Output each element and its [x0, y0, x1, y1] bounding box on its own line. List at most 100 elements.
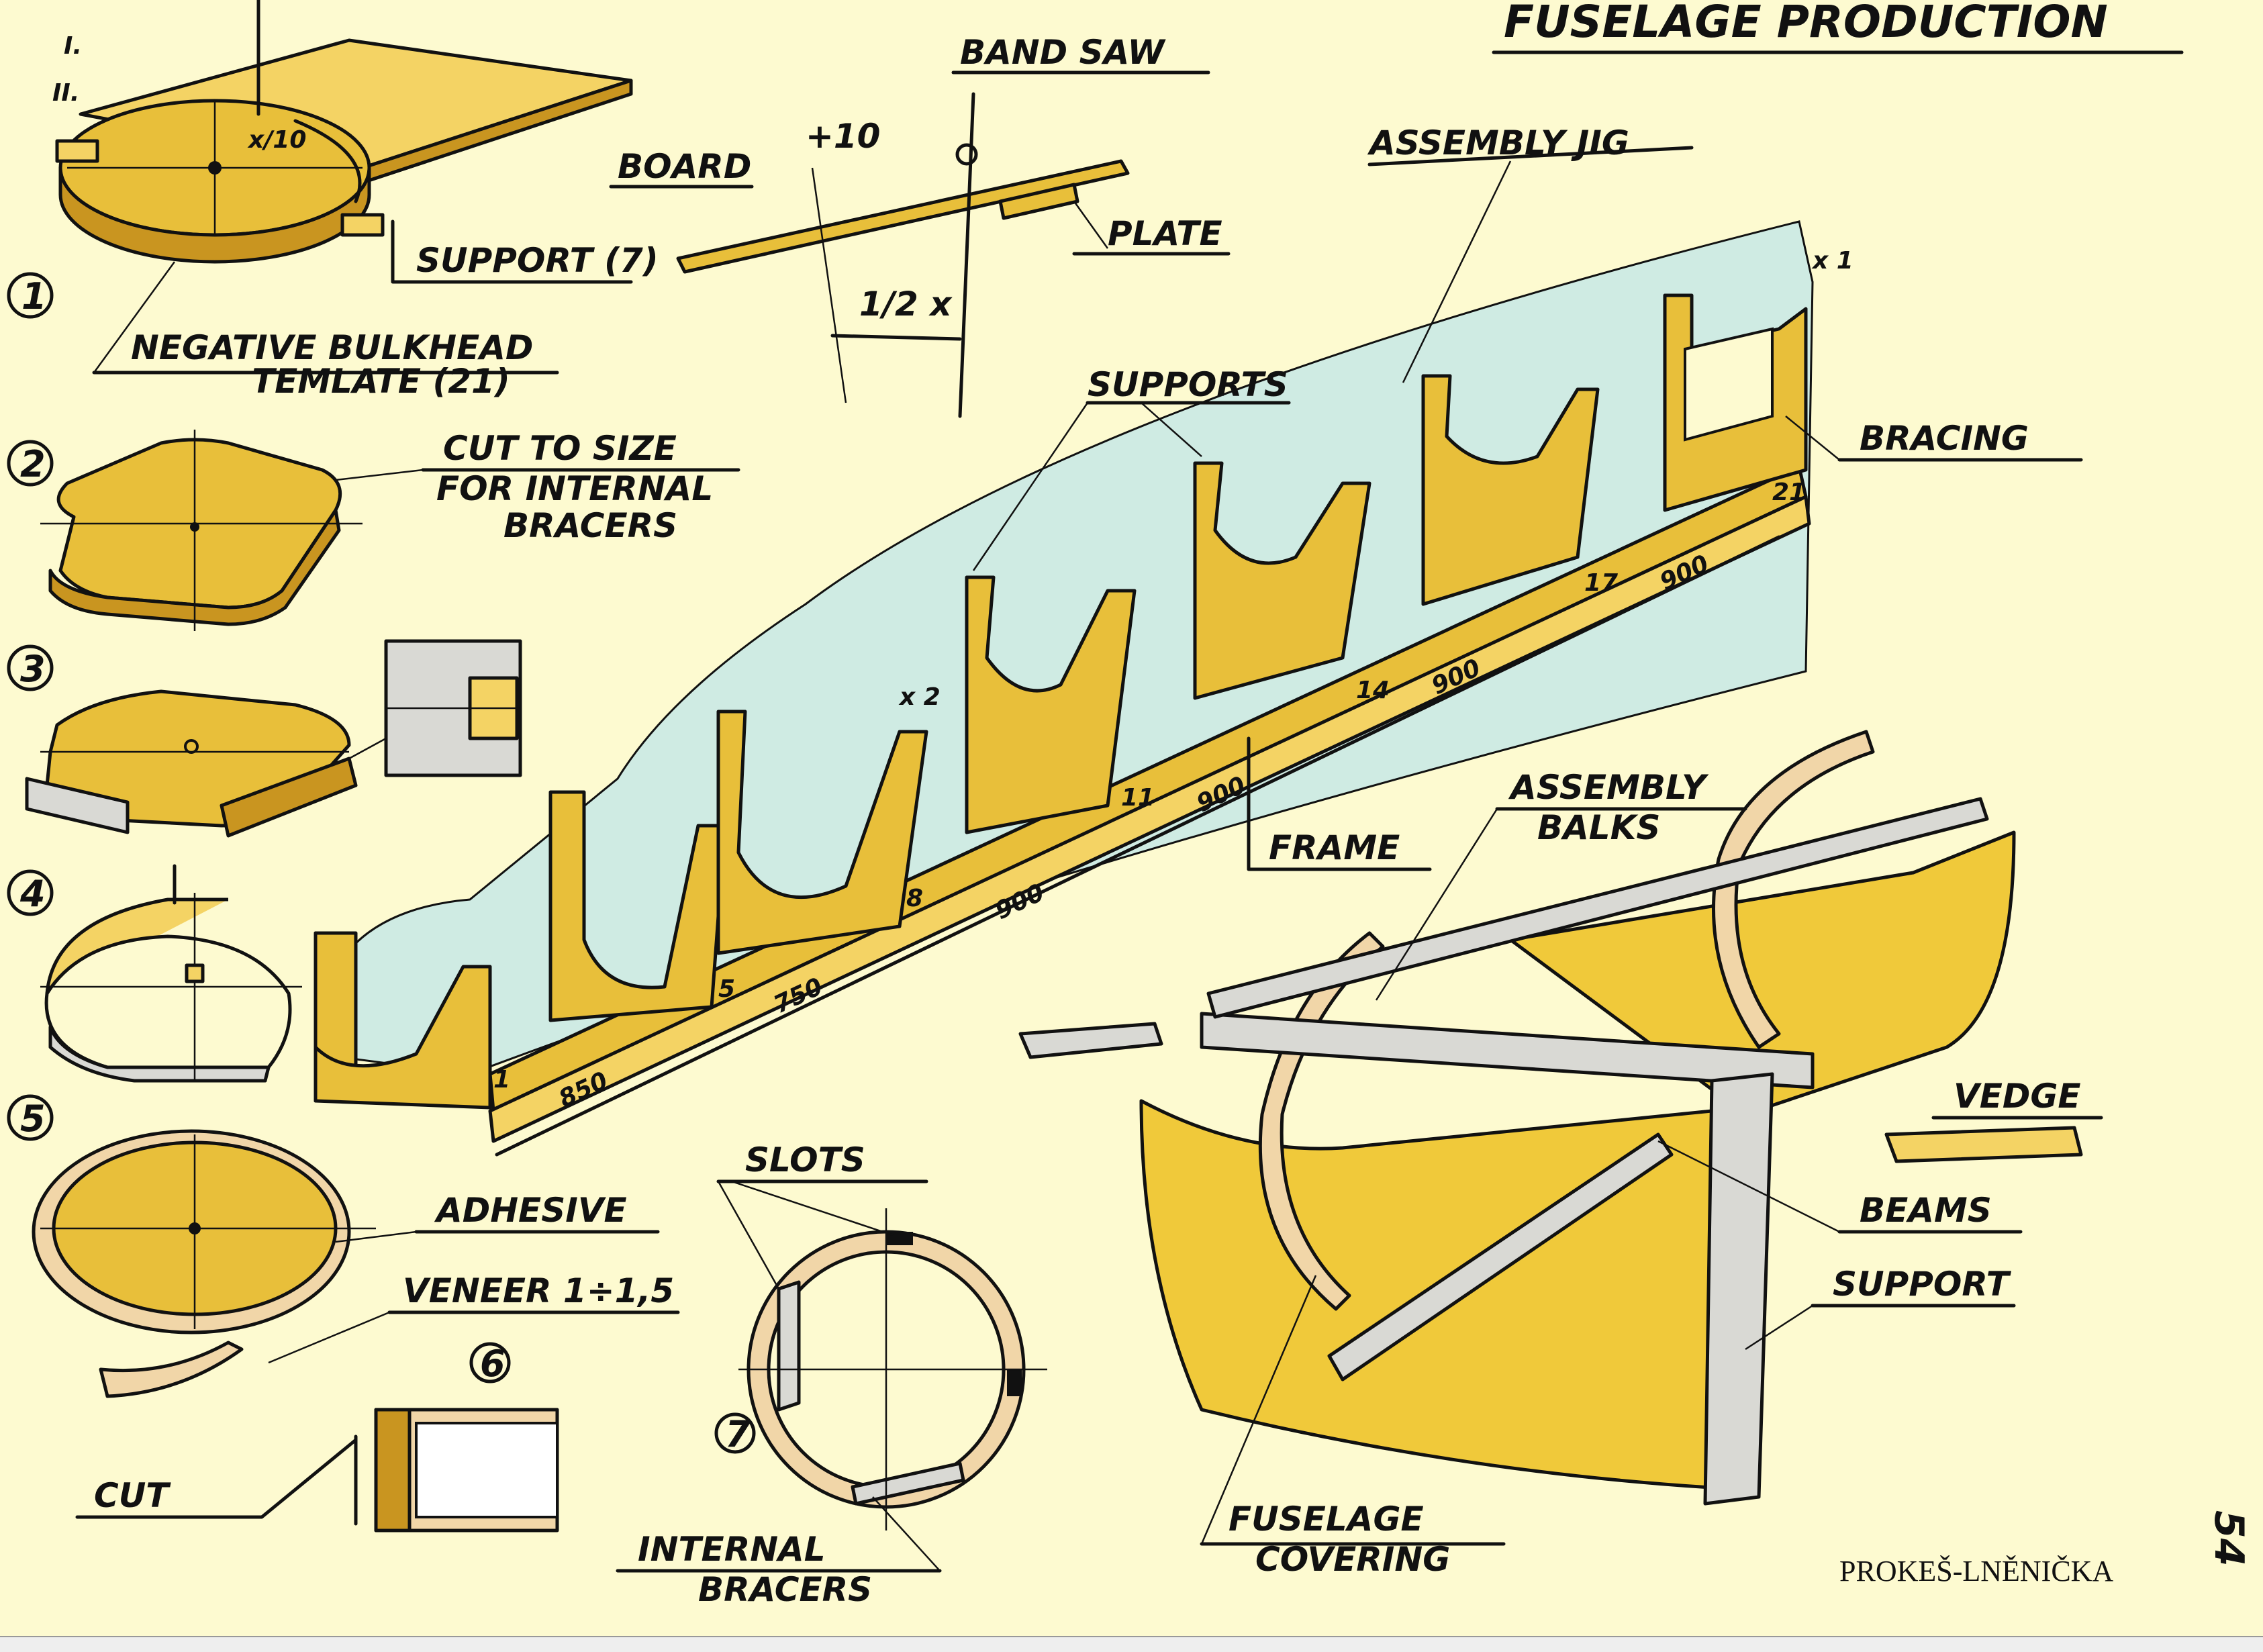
support-block-1: [55, 139, 99, 163]
slots-label: SLOTS: [745, 1140, 865, 1179]
covering-label: COVERING: [1255, 1540, 1450, 1579]
step-3-figure: 3: [7, 639, 522, 838]
bracing-leader: [1785, 416, 1840, 460]
vedge-label: VEDGE: [1954, 1077, 2081, 1116]
vedge-left: [1018, 1022, 1163, 1059]
step-7-number: 7: [725, 1413, 751, 1455]
support-post: [1703, 1072, 1774, 1506]
beams-label: BEAMS: [1860, 1191, 1992, 1230]
mark-ii: II.: [52, 79, 79, 107]
author-credit: PROKEŠ-LNĚNIČKA: [1839, 1555, 2113, 1588]
frame-number-11: 11: [1121, 784, 1155, 812]
template-21-label: TEMLATE (21): [252, 362, 510, 401]
assembly-jig-underline: [1367, 146, 1694, 166]
board-section: [676, 159, 1130, 274]
assembly-label: ASSEMBLY: [1508, 768, 1709, 807]
plus-10-label: +10: [806, 117, 880, 156]
half-x-dimension: [830, 334, 962, 341]
page-title: FUSELAGE PRODUCTION: [1504, 0, 2108, 48]
step-3-number: 3: [20, 648, 46, 690]
disc-rim: [48, 1025, 271, 1083]
frame-number-14: 14: [1356, 677, 1390, 704]
mark-x1: x 1: [1811, 247, 1853, 275]
cut-label: CUT: [94, 1476, 171, 1515]
step-7-figure: 7 SLOTS INTERNAL BRACERS: [616, 1140, 1047, 1609]
step-2-number: 2: [20, 443, 46, 485]
joint-detail-leader: [348, 737, 387, 760]
veneer-strip-end: [99, 1341, 244, 1398]
half-x-label: 1/2 x: [859, 285, 953, 324]
bracer-7-left: [777, 1280, 801, 1412]
frame-number-8: 8: [906, 885, 923, 912]
beams-leader: [1657, 1140, 1840, 1233]
support-1: [314, 931, 492, 1110]
footer: PROKEŠ-LNĚNIČKA 54: [1839, 1510, 2252, 1588]
plate-label: PLATE: [1108, 214, 1222, 253]
frame-leader: [1247, 736, 1432, 871]
support-label: SUPPORT: [1833, 1265, 2012, 1304]
internal-bracers-label: BRACERS: [698, 1570, 872, 1609]
support-21-window: [1684, 327, 1774, 442]
step-1-badge: [7, 272, 54, 319]
band-saw-detail: 1/2 x +10 BAND SAW BOARD PLATE: [609, 33, 1231, 418]
step-5-figure: 5 ADHESIVE VENEER 1÷1,5: [7, 1094, 680, 1398]
frame-label: FRAME: [1269, 828, 1400, 867]
balk-front: [1200, 1012, 1815, 1089]
step-3-badge: [7, 644, 54, 691]
frame-number-1: 1: [493, 1066, 510, 1094]
support-7-leader: [391, 220, 633, 284]
step-6-figure: 6 CUT: [75, 1342, 559, 1533]
internal-bracers-leader: [872, 1496, 941, 1571]
frame-number-21: 21: [1772, 479, 1806, 506]
fuselage-covering-leader: [1200, 1275, 1317, 1545]
supports-leader-2: [1141, 402, 1202, 457]
band-saw-label: BAND SAW: [960, 33, 1167, 72]
balk-long: [1206, 797, 1989, 1019]
step-6-number: 6: [480, 1343, 505, 1385]
plate-leader: [1073, 201, 1109, 249]
supports-leader-1: [972, 402, 1089, 571]
frame-number-17: 17: [1584, 569, 1618, 597]
center-block-icon: [185, 963, 205, 983]
step-5-badge: [7, 1094, 54, 1141]
offset-line: [811, 167, 847, 403]
cut-arc: [293, 119, 362, 203]
frame-number-5: 5: [718, 975, 735, 1003]
blank-edge: [48, 508, 341, 626]
internal-label: INTERNAL: [638, 1530, 826, 1569]
slots-leader-1: [717, 1181, 780, 1290]
veneer-label: VENEER 1÷1,5: [403, 1271, 674, 1310]
support-5: [548, 790, 727, 1022]
vedge-right: [1884, 1126, 2083, 1163]
cut-section-veneer: [374, 1408, 412, 1533]
bulkhead-disc-edge: [58, 166, 371, 264]
board-label: BOARD: [618, 147, 751, 186]
step-4-number: 4: [19, 873, 46, 915]
assembly-jig-label: ASSEMBLY JIG: [1367, 124, 1629, 162]
bracer-right: [220, 757, 358, 838]
bracing-label: BRACING: [1860, 419, 2029, 458]
step-6-badge: [469, 1342, 511, 1383]
nut-icon: [184, 739, 199, 754]
step-2-badge: [7, 440, 54, 487]
support-block-2: [340, 213, 385, 237]
assembly-jig-leader: [1402, 160, 1512, 383]
cut-to-size-leader: [335, 469, 424, 481]
fuselage-covering-far: [1508, 830, 2016, 1116]
assembly-balks-leader: [1375, 808, 1498, 1001]
step-2-figure: 2 CUT TO SIZE FOR INTERNAL BRACERS: [7, 429, 740, 631]
assembly-jig: 1 5 8 11 14 17 21 850 750 900 900 900 90…: [314, 124, 2083, 1157]
negative-bulkhead-label: NEGATIVE BULKHEAD: [131, 328, 533, 367]
veneer-leader: [268, 1311, 390, 1364]
pivot-pin-icon: [208, 161, 222, 175]
mark-i: I.: [64, 32, 82, 60]
slot-right-icon: [1007, 1369, 1022, 1396]
for-internal-label: FOR INTERNAL: [436, 469, 713, 508]
cut-to-size-label: CUT TO SIZE: [443, 429, 677, 468]
bracer-left: [25, 777, 130, 834]
scanner-bottom-strip: [0, 1636, 2263, 1652]
supports-label: SUPPORTS: [1088, 365, 1288, 404]
balks-label: BALKS: [1537, 808, 1660, 847]
step-4-figure: 4: [7, 864, 302, 1083]
